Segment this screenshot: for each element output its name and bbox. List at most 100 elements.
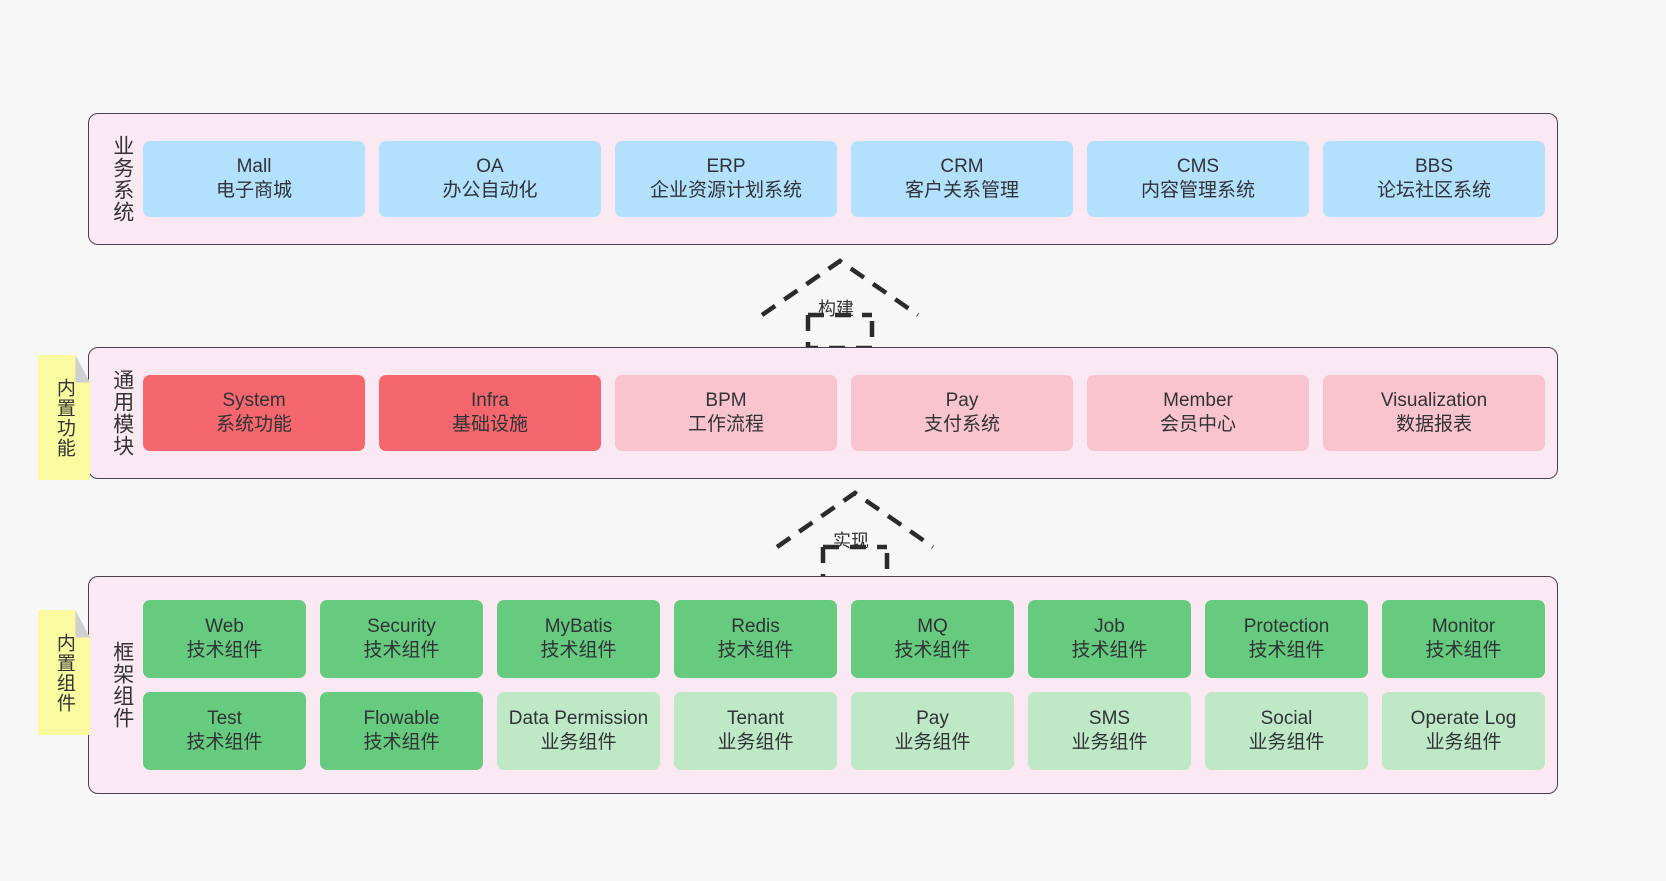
node-system-en: System [222, 389, 286, 411]
node-data-permission[interactable]: Data Permission 业务组件 [497, 692, 660, 770]
note-builtin-component-label: 内置组件 [53, 632, 75, 713]
node-flowable[interactable]: Flowable 技术组件 [320, 692, 483, 770]
node-mybatis[interactable]: MyBatis 技术组件 [497, 600, 660, 678]
node-crm-en: CRM [940, 155, 984, 177]
node-data-permission-cn: 业务组件 [540, 732, 617, 753]
node-oa[interactable]: OA 办公自动化 [379, 141, 601, 217]
node-security-cn: 技术组件 [363, 640, 440, 661]
node-bbs-cn: 论坛社区系统 [1376, 180, 1491, 201]
layer-framework-components-body: Web 技术组件 Security 技术组件 MyBatis 技术组件 Redi… [143, 587, 1545, 783]
node-pay-component[interactable]: Pay 业务组件 [851, 692, 1014, 770]
node-bpm-cn: 工作流程 [687, 414, 764, 435]
node-bbs-en: BBS [1414, 155, 1454, 177]
layer-framework-components-label: 框架组件 [110, 641, 134, 729]
node-visualization-cn: 数据报表 [1395, 414, 1472, 435]
node-redis-cn: 技术组件 [717, 640, 794, 661]
node-monitor[interactable]: Monitor 技术组件 [1382, 600, 1545, 678]
node-social-en: Social [1260, 707, 1313, 729]
node-pay-component-cn: 业务组件 [894, 732, 971, 753]
node-mq[interactable]: MQ 技术组件 [851, 600, 1014, 678]
layer-business-systems-label: 业务系统 [110, 135, 134, 223]
layer-common-modules-label: 通用模块 [110, 369, 134, 457]
node-test-cn: 技术组件 [186, 732, 263, 753]
node-flowable-en: Flowable [363, 707, 440, 729]
node-redis-en: Redis [731, 615, 780, 637]
node-mybatis-en: MyBatis [544, 615, 613, 637]
layer-framework-components: 框架组件 Web 技术组件 Security 技术组件 MyBatis 技术组件… [88, 576, 1558, 794]
arrow-realize: 实现 [775, 487, 935, 582]
note-builtin-component: 内置组件 [38, 610, 90, 735]
node-monitor-en: Monitor [1431, 615, 1496, 637]
node-tenant-cn: 业务组件 [717, 732, 794, 753]
node-mall[interactable]: Mall 电子商城 [143, 141, 365, 217]
node-mq-en: MQ [917, 615, 948, 637]
node-web[interactable]: Web 技术组件 [143, 600, 306, 678]
node-security[interactable]: Security 技术组件 [320, 600, 483, 678]
node-cms-cn: 内容管理系统 [1140, 180, 1255, 201]
node-sms-cn: 业务组件 [1071, 732, 1148, 753]
node-mall-en: Mall [236, 155, 272, 177]
node-operate-log[interactable]: Operate Log 业务组件 [1382, 692, 1545, 770]
node-bpm[interactable]: BPM 工作流程 [615, 375, 837, 451]
common-modules-row: System 系统功能 Infra 基础设施 BPM 工作流程 Pay 支付系统… [143, 375, 1545, 451]
layer-common-modules-body: System 系统功能 Infra 基础设施 BPM 工作流程 Pay 支付系统… [143, 358, 1545, 468]
node-security-en: Security [367, 615, 436, 637]
node-job[interactable]: Job 技术组件 [1028, 600, 1191, 678]
node-social[interactable]: Social 业务组件 [1205, 692, 1368, 770]
layer-common-modules: 通用模块 System 系统功能 Infra 基础设施 BPM 工作流程 Pay [88, 347, 1558, 479]
node-job-en: Job [1094, 615, 1125, 637]
node-data-permission-en: Data Permission [508, 707, 649, 729]
node-pay-module-en: Pay [945, 389, 979, 411]
framework-tech-row: Web 技术组件 Security 技术组件 MyBatis 技术组件 Redi… [143, 600, 1545, 678]
arrow-build: 构建 [760, 255, 920, 350]
node-protection[interactable]: Protection 技术组件 [1205, 600, 1368, 678]
node-operate-log-cn: 业务组件 [1425, 732, 1502, 753]
node-oa-cn: 办公自动化 [442, 180, 538, 201]
node-monitor-cn: 技术组件 [1425, 640, 1502, 661]
arrow-realize-label: 实现 [833, 531, 869, 551]
node-system[interactable]: System 系统功能 [143, 375, 365, 451]
node-bpm-en: BPM [705, 389, 747, 411]
node-member-cn: 会员中心 [1159, 414, 1236, 435]
node-test[interactable]: Test 技术组件 [143, 692, 306, 770]
node-erp[interactable]: ERP 企业资源计划系统 [615, 141, 837, 217]
node-protection-en: Protection [1243, 615, 1330, 637]
node-pay-module[interactable]: Pay 支付系统 [851, 375, 1073, 451]
node-tenant[interactable]: Tenant 业务组件 [674, 692, 837, 770]
node-social-cn: 业务组件 [1248, 732, 1325, 753]
node-operate-log-en: Operate Log [1410, 707, 1517, 729]
node-visualization[interactable]: Visualization 数据报表 [1323, 375, 1545, 451]
node-mall-cn: 电子商城 [215, 180, 292, 201]
node-oa-en: OA [476, 155, 504, 177]
node-flowable-cn: 技术组件 [363, 732, 440, 753]
note-builtin-function: 内置功能 [38, 355, 90, 480]
node-cms-en: CMS [1176, 155, 1220, 177]
node-web-cn: 技术组件 [186, 640, 263, 661]
node-erp-en: ERP [706, 155, 746, 177]
node-crm-cn: 客户关系管理 [904, 180, 1019, 201]
node-job-cn: 技术组件 [1071, 640, 1148, 661]
node-mybatis-cn: 技术组件 [540, 640, 617, 661]
framework-business-row: Test 技术组件 Flowable 技术组件 Data Permission … [143, 692, 1545, 770]
node-infra-cn: 基础设施 [451, 414, 528, 435]
node-erp-cn: 企业资源计划系统 [649, 180, 802, 201]
note-builtin-function-label: 内置功能 [53, 377, 75, 458]
node-mq-cn: 技术组件 [894, 640, 971, 661]
node-member[interactable]: Member 会员中心 [1087, 375, 1309, 451]
node-test-en: Test [207, 707, 242, 729]
node-cms[interactable]: CMS 内容管理系统 [1087, 141, 1309, 217]
node-system-cn: 系统功能 [215, 414, 292, 435]
node-redis[interactable]: Redis 技术组件 [674, 600, 837, 678]
node-protection-cn: 技术组件 [1248, 640, 1325, 661]
node-tenant-en: Tenant [726, 707, 785, 729]
node-sms[interactable]: SMS 业务组件 [1028, 692, 1191, 770]
layer-business-systems: 业务系统 Mall 电子商城 OA 办公自动化 ERP 企业资源计划系统 CRM [88, 113, 1558, 245]
node-visualization-en: Visualization [1380, 389, 1488, 411]
node-crm[interactable]: CRM 客户关系管理 [851, 141, 1073, 217]
node-infra[interactable]: Infra 基础设施 [379, 375, 601, 451]
node-pay-component-en: Pay [916, 707, 949, 729]
node-bbs[interactable]: BBS 论坛社区系统 [1323, 141, 1545, 217]
business-systems-row: Mall 电子商城 OA 办公自动化 ERP 企业资源计划系统 CRM 客户关系… [143, 141, 1545, 217]
node-member-en: Member [1163, 389, 1233, 411]
